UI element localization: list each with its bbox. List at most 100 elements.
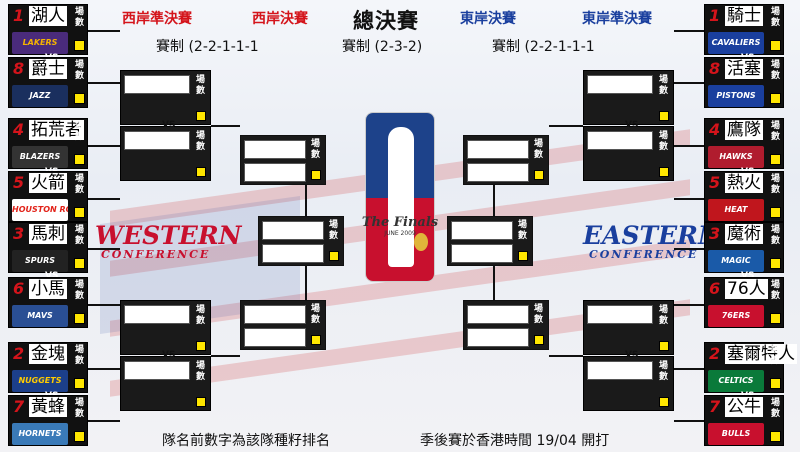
games-count-box[interactable] [770,93,781,104]
games-count-box[interactable] [74,313,85,324]
bracket-line-15 [674,145,704,147]
team-slot[interactable] [451,221,513,240]
games-count-label: 場數 [658,361,668,382]
games-count-box[interactable] [74,258,85,269]
games-count-box[interactable] [770,378,781,389]
games-count-box[interactable] [770,40,781,51]
team-slot[interactable] [262,244,324,263]
games-count-box[interactable] [74,378,85,389]
footer-seed-note: 隊名前數字為該隊種籽排名 [162,433,330,449]
east-semi-series-2-part-1: 場數 [583,356,674,411]
footer-start-date: 季後賽於香港時間 19/04 開打 [420,433,610,449]
logo-text: HORNETS [18,429,62,438]
team-slot[interactable] [587,75,653,94]
team-slot[interactable] [262,221,324,240]
games-count-box[interactable] [196,111,206,121]
team-slot[interactable] [244,140,306,159]
west-semi-series-2-part-0: 場數 [120,300,211,355]
team-slot[interactable] [451,244,513,263]
format-right: 賽制 (2-2-1-1-1 [492,39,595,55]
team-slot[interactable] [124,361,190,380]
team-slot[interactable] [467,328,529,347]
east-semi-series-1-part-0: 場數 [583,70,674,125]
west-final-slot-bottom: 場數 [240,300,326,350]
games-count-box[interactable] [74,154,85,165]
games-count-label: 場數 [770,7,780,28]
vs-label: VS [625,350,639,360]
games-count-box[interactable] [311,335,321,345]
bracket-line-1 [88,30,120,32]
team-slot[interactable] [587,305,653,324]
games-count-label: 場數 [74,60,84,81]
east-team-card-6[interactable]: 2塞爾特人CELTICS場數VS [704,342,797,401]
games-count-box[interactable] [770,431,781,442]
team-slot[interactable] [244,163,306,182]
team-slot[interactable] [124,305,190,324]
bracket-line-22 [549,355,583,357]
games-count-box[interactable] [770,207,781,218]
logo-text: JAZZ [29,91,51,100]
games-count-box[interactable] [659,111,669,121]
team-slot[interactable] [467,140,529,159]
games-count-box[interactable] [196,341,206,351]
east-team-card-0[interactable]: 1騎士CAVALIERS場數VS [704,4,784,63]
team-slot[interactable] [467,305,529,324]
team-slot[interactable] [587,361,653,380]
games-count-box[interactable] [770,258,781,269]
games-count-box[interactable] [74,207,85,218]
west-team-card-2[interactable]: 4拓荒者BLAZERS場數VS [8,118,88,177]
team-logo-icon: PISTONS [708,85,764,107]
games-count-box[interactable] [74,40,85,51]
team-name: 黃蜂 [29,397,67,417]
bracket-line-24 [493,266,495,300]
logo-text: MAVS [27,311,53,320]
team-logo-icon: CELTICS [708,370,764,392]
games-count-label: 場數 [74,225,84,246]
team-slot[interactable] [124,131,190,150]
east-team-card-2[interactable]: 4鷹隊HAWKS場數VS [704,118,784,177]
games-count-label: 場數 [74,121,84,142]
team-logo-icon: NUGGETS [12,370,68,392]
vs-label: VS [45,271,59,281]
games-count-box[interactable] [311,170,321,180]
format-mid: 賽制 (2-3-2) [342,39,423,55]
finals-caption: The Finals JUNE 2009 [356,215,444,237]
games-count-box[interactable] [329,251,339,261]
games-count-box[interactable] [770,313,781,324]
games-count-box[interactable] [659,397,669,407]
team-slot[interactable] [467,163,529,182]
games-count-box[interactable] [196,167,206,177]
team-slot[interactable] [587,131,653,150]
games-count-label: 場數 [310,139,320,160]
west-team-card-6[interactable]: 2金塊NUGGETS場數VS [8,342,88,401]
games-count-box[interactable] [659,341,669,351]
team-slot[interactable] [124,75,190,94]
team-slot[interactable] [244,328,306,347]
games-count-box[interactable] [534,335,544,345]
games-count-box[interactable] [74,93,85,104]
games-count-label: 場數 [74,345,84,366]
logo-text: PISTONS [716,91,756,100]
games-count-box[interactable] [770,154,781,165]
west-final-slot-top: 場數 [240,135,326,185]
games-count-box[interactable] [534,170,544,180]
east-conf-line1: EASTERN [583,221,721,250]
games-count-box[interactable] [659,167,669,177]
west-team-card-0[interactable]: 1湖人LAKERS場數VS [8,4,88,63]
games-count-box[interactable] [518,251,528,261]
team-slot[interactable] [244,305,306,324]
games-count-box[interactable] [196,397,206,407]
seed-number: 1 [13,6,25,25]
games-count-box[interactable] [74,431,85,442]
